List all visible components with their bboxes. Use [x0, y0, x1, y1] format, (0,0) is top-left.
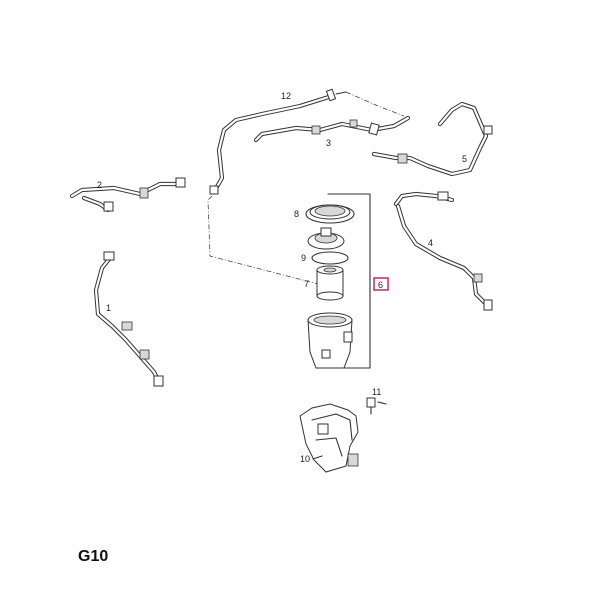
mounting-bracket-10[interactable]: [299, 403, 359, 473]
fuel-line-3[interactable]: [253, 115, 411, 143]
fuel-line-12[interactable]: [209, 88, 347, 195]
callout-7: 7: [304, 279, 309, 289]
connection-line: [345, 91, 405, 117]
fuel-line-1[interactable]: [93, 251, 164, 387]
group-code: G10: [78, 548, 109, 565]
callout-6: 6: [378, 280, 383, 290]
filter-element-7[interactable]: [316, 265, 344, 301]
fuel-line-4[interactable]: [393, 191, 493, 311]
callout-6-highlight: [373, 277, 389, 291]
filter-lid-8[interactable]: [305, 204, 355, 250]
callout-3: 3: [326, 138, 331, 148]
filter-housing[interactable]: [307, 312, 353, 369]
callout-8: 8: [294, 209, 299, 219]
callout-9: 9: [301, 253, 306, 263]
callout-4: 4: [428, 238, 433, 248]
callout-11: 11: [372, 387, 381, 397]
callout-10: 10: [300, 454, 310, 464]
assembly-bracket: [327, 193, 371, 369]
callout-5: 5: [462, 154, 467, 164]
leader-line: [377, 401, 387, 405]
callout-1: 1: [106, 303, 111, 313]
bolt-11[interactable]: [366, 397, 376, 415]
fuel-line-5[interactable]: [371, 101, 493, 177]
connection-line: [207, 195, 327, 287]
callout-12: 12: [281, 91, 291, 101]
fuel-line-2[interactable]: [69, 177, 186, 213]
o-ring-9[interactable]: [311, 251, 349, 265]
leader-line: [312, 455, 323, 460]
callout-2: 2: [97, 180, 102, 190]
